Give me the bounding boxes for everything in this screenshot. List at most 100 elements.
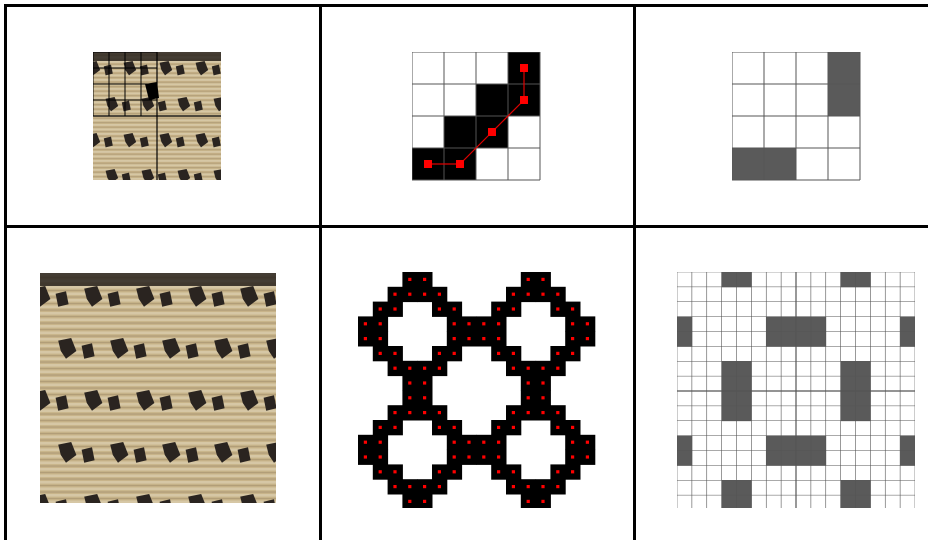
red-dot xyxy=(453,352,456,355)
texture-stripe xyxy=(40,293,276,296)
texture-stripe xyxy=(40,403,276,406)
red-dot xyxy=(497,337,500,340)
gray-cell xyxy=(677,317,692,332)
red-dot xyxy=(438,307,441,310)
red-dot xyxy=(482,322,485,325)
texture-stripe xyxy=(40,364,276,367)
gray-cell xyxy=(828,52,860,84)
gray-cell xyxy=(732,148,764,180)
red-dot xyxy=(379,470,382,473)
gray-cell xyxy=(900,436,915,451)
gray-cell xyxy=(856,376,871,391)
red-dot xyxy=(467,455,470,458)
red-dot xyxy=(393,307,396,310)
red-dot xyxy=(423,485,426,488)
red-dot xyxy=(438,470,441,473)
texture-shade xyxy=(40,407,276,408)
gray-cell xyxy=(796,436,811,451)
red-dot xyxy=(571,352,574,355)
red-dot xyxy=(541,396,544,399)
gray-cell xyxy=(722,361,737,376)
red-dot xyxy=(556,367,559,370)
gray-cell xyxy=(856,495,871,508)
texture-shade xyxy=(40,439,276,440)
gray-cell xyxy=(722,391,737,406)
texture-shade xyxy=(40,413,276,414)
red-dot xyxy=(438,293,441,296)
red-dot xyxy=(541,367,544,370)
red-dot xyxy=(482,337,485,340)
red-dot xyxy=(512,367,515,370)
red-dot xyxy=(453,470,456,473)
red-dot xyxy=(408,278,411,281)
texture-stripe xyxy=(40,410,276,413)
texture-stripe xyxy=(40,319,276,322)
red-dot xyxy=(556,307,559,310)
red-dot xyxy=(453,307,456,310)
gray-cell xyxy=(722,272,737,287)
red-dot xyxy=(541,278,544,281)
gray-cell xyxy=(677,436,692,451)
texture-stripe xyxy=(40,384,276,387)
four-ring-binary-pattern xyxy=(358,272,596,508)
red-dot xyxy=(423,411,426,414)
gray-cell-grid xyxy=(732,52,862,182)
red-dot xyxy=(527,500,530,503)
gray-cell xyxy=(677,332,692,347)
gray-cell xyxy=(811,451,826,466)
red-dot xyxy=(556,293,559,296)
red-dot xyxy=(571,470,574,473)
red-dot xyxy=(379,337,382,340)
gray-cell xyxy=(781,317,796,332)
red-trace-node xyxy=(456,160,464,168)
black-cell xyxy=(444,116,476,148)
red-dot xyxy=(453,426,456,429)
gray-cell xyxy=(811,436,826,451)
gray-cell xyxy=(900,451,915,466)
texture-stripe xyxy=(40,397,276,400)
gray-cell xyxy=(766,451,781,466)
red-dot xyxy=(379,352,382,355)
gray-cell xyxy=(841,406,856,421)
gray-cell xyxy=(737,272,752,287)
texture-top-band xyxy=(40,273,276,286)
red-dot xyxy=(408,381,411,384)
red-dot xyxy=(527,396,530,399)
red-dot xyxy=(408,485,411,488)
full-texture-panel xyxy=(40,273,276,503)
red-dot xyxy=(571,455,574,458)
gray-cell xyxy=(796,451,811,466)
red-dot xyxy=(586,455,589,458)
red-dot xyxy=(393,367,396,370)
red-dot xyxy=(423,396,426,399)
texture-stripe xyxy=(40,332,276,335)
row-divider xyxy=(4,225,928,228)
woven-texture-image xyxy=(40,273,276,503)
red-dot xyxy=(408,293,411,296)
gray-cell xyxy=(722,495,737,508)
red-dot xyxy=(467,337,470,340)
red-dot xyxy=(393,470,396,473)
red-dot xyxy=(497,470,500,473)
red-trace-node xyxy=(520,96,528,104)
gray-cell xyxy=(856,272,871,287)
red-dot xyxy=(586,322,589,325)
col-divider-1 xyxy=(319,4,322,540)
gray-cell xyxy=(841,376,856,391)
red-dot xyxy=(453,441,456,444)
texture-stripe xyxy=(40,488,276,491)
red-dot xyxy=(527,381,530,384)
texture-shade xyxy=(40,335,276,336)
texture-stripe xyxy=(40,416,276,419)
red-dot xyxy=(512,352,515,355)
red-dot xyxy=(571,337,574,340)
texture-stripe xyxy=(40,325,276,328)
texture-shade xyxy=(40,316,276,317)
red-dot xyxy=(497,426,500,429)
red-dot xyxy=(364,322,367,325)
texture-stripe xyxy=(40,429,276,432)
red-dot xyxy=(497,322,500,325)
red-dot xyxy=(393,352,396,355)
red-dot xyxy=(556,470,559,473)
